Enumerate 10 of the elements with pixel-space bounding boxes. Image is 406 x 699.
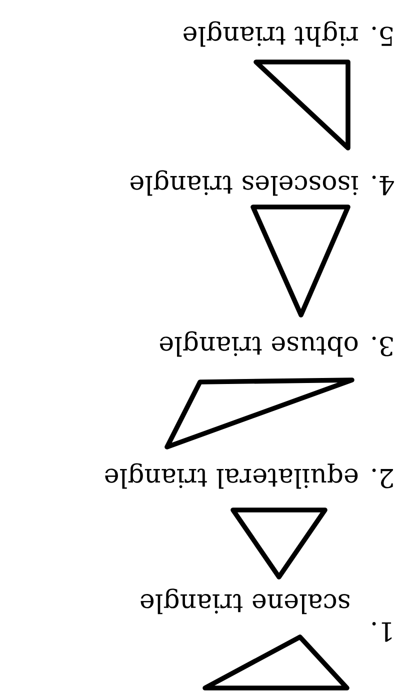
triangle-label: 2. equilateral triangle [105, 463, 393, 489]
triangle-label: 1. scalene triangle [140, 588, 392, 642]
triangle [230, 508, 328, 580]
triangle-label: 5. right triangle [184, 21, 392, 47]
triangle [202, 634, 350, 690]
triangle-label: 3. obtuse triangle [160, 331, 393, 357]
triangle [164, 378, 354, 450]
triangle [254, 60, 350, 150]
triangle [250, 204, 350, 318]
triangle-label: 4. isosceles triangle [130, 170, 394, 196]
